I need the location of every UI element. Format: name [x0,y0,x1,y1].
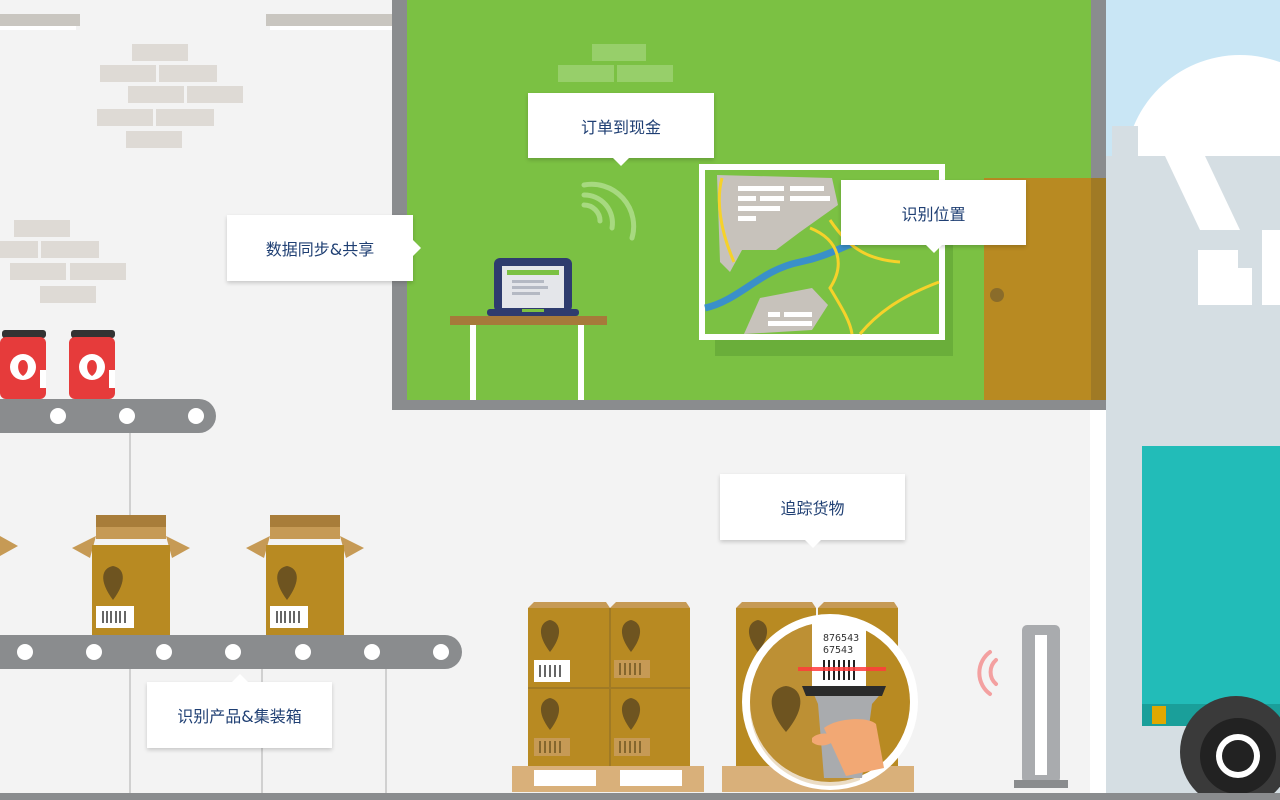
callout-track-goods[interactable]: 追踪货物 [720,474,905,548]
callout-label: 追踪货物 [780,499,845,518]
desk-with-laptop [450,258,607,400]
barcode-scanner-magnifier: 876543 67543 [742,614,918,790]
callout-identify-products[interactable]: 识别产品&集装箱 [147,674,332,748]
jam-jar [69,330,115,399]
barcode-number-1: 876543 [823,633,859,644]
wall-bricks [0,44,243,303]
jam-jar [0,330,46,399]
barcode-number-2: 67543 [823,645,853,656]
rfid-reader-pole [1014,625,1068,788]
upper-conveyor [0,399,216,520]
callout-order-to-cash[interactable]: 订单到现金 [528,93,714,166]
callout-data-sync[interactable]: 数据同步&共享 [227,215,421,281]
pallet-stack [512,602,704,792]
open-box [0,536,18,556]
callout-label: 识别位置 [901,204,966,224]
rfid-signal-icon [977,650,998,696]
lower-conveyor [0,635,462,800]
callout-label: 识别产品&集装箱 [177,707,302,726]
wifi-signal-icon [581,181,637,241]
callout-label: 订单到现金 [580,117,661,137]
delivery-truck [1142,446,1280,800]
open-box [246,515,364,635]
barcode-icon [102,611,126,623]
floor [0,793,1280,800]
open-box [72,515,190,635]
callout-identify-location[interactable]: 识别位置 [841,180,1026,253]
callout-label: 数据同步&共享 [265,240,375,259]
